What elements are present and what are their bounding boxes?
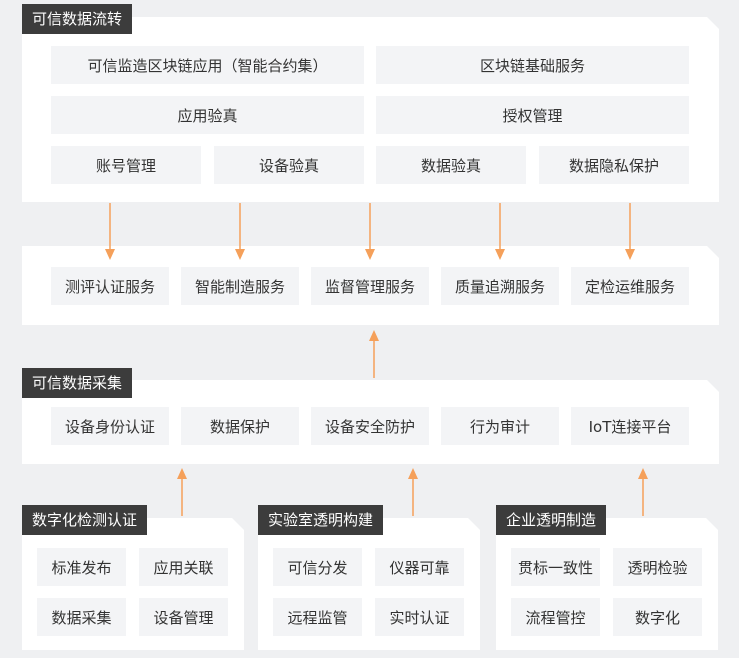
evaluation-cert-service-cell: 测评认证服务 bbox=[51, 267, 169, 305]
behavior-audit-cell: 行为审计 bbox=[441, 407, 559, 445]
digitalization-cell: 数字化 bbox=[613, 598, 702, 636]
trusted-data-collect-title: 可信数据采集 bbox=[22, 368, 133, 398]
transparent-inspection-cell: 透明检验 bbox=[613, 548, 702, 586]
data-collection-cell: 数据采集 bbox=[37, 598, 126, 636]
device-identity-cell: 设备身份认证 bbox=[51, 407, 169, 445]
data-privacy-cell: 数据隐私保护 bbox=[539, 146, 689, 184]
app-association-cell: 应用关联 bbox=[139, 548, 228, 586]
lab-transparency-title: 实验室透明构建 bbox=[258, 505, 384, 535]
arrow-up-left bbox=[177, 468, 187, 516]
arrow-up-middle bbox=[408, 468, 418, 516]
iot-platform-cell: IoT连接平台 bbox=[571, 407, 689, 445]
blockchain-base-service-cell: 区块链基础服务 bbox=[376, 46, 689, 84]
quality-trace-service-cell: 质量追溯服务 bbox=[441, 267, 559, 305]
smart-manufacturing-service-cell: 智能制造服务 bbox=[181, 267, 299, 305]
arrow-up-center bbox=[369, 330, 379, 378]
inspection-maintenance-service-cell: 定检运维服务 bbox=[571, 267, 689, 305]
data-protection-cell: 数据保护 bbox=[181, 407, 299, 445]
instrument-reliable-cell: 仪器可靠 bbox=[375, 548, 464, 586]
trusted-distribution-cell: 可信分发 bbox=[273, 548, 362, 586]
arrow-up-right bbox=[638, 468, 648, 516]
remote-supervision-cell: 远程监管 bbox=[273, 598, 362, 636]
realtime-cert-cell: 实时认证 bbox=[375, 598, 464, 636]
account-management-cell: 账号管理 bbox=[51, 146, 201, 184]
standard-consistency-cell: 贯标一致性 bbox=[511, 548, 600, 586]
enterprise-transparency-title: 企业透明制造 bbox=[496, 505, 607, 535]
process-control-cell: 流程管控 bbox=[511, 598, 600, 636]
supervision-service-cell: 监督管理服务 bbox=[311, 267, 429, 305]
standard-release-cell: 标准发布 bbox=[37, 548, 126, 586]
device-management-cell: 设备管理 bbox=[139, 598, 228, 636]
digital-inspection-title: 数字化检测认证 bbox=[22, 505, 148, 535]
data-verify-cell: 数据验真 bbox=[376, 146, 526, 184]
app-verify-cell: 应用验真 bbox=[51, 96, 364, 134]
device-security-cell: 设备安全防护 bbox=[311, 407, 429, 445]
trusted-data-flow-title: 可信数据流转 bbox=[22, 4, 133, 34]
auth-management-cell: 授权管理 bbox=[376, 96, 689, 134]
smart-contract-app-cell: 可信监造区块链应用（智能合约集） bbox=[51, 46, 364, 84]
device-verify-cell: 设备验真 bbox=[214, 146, 364, 184]
